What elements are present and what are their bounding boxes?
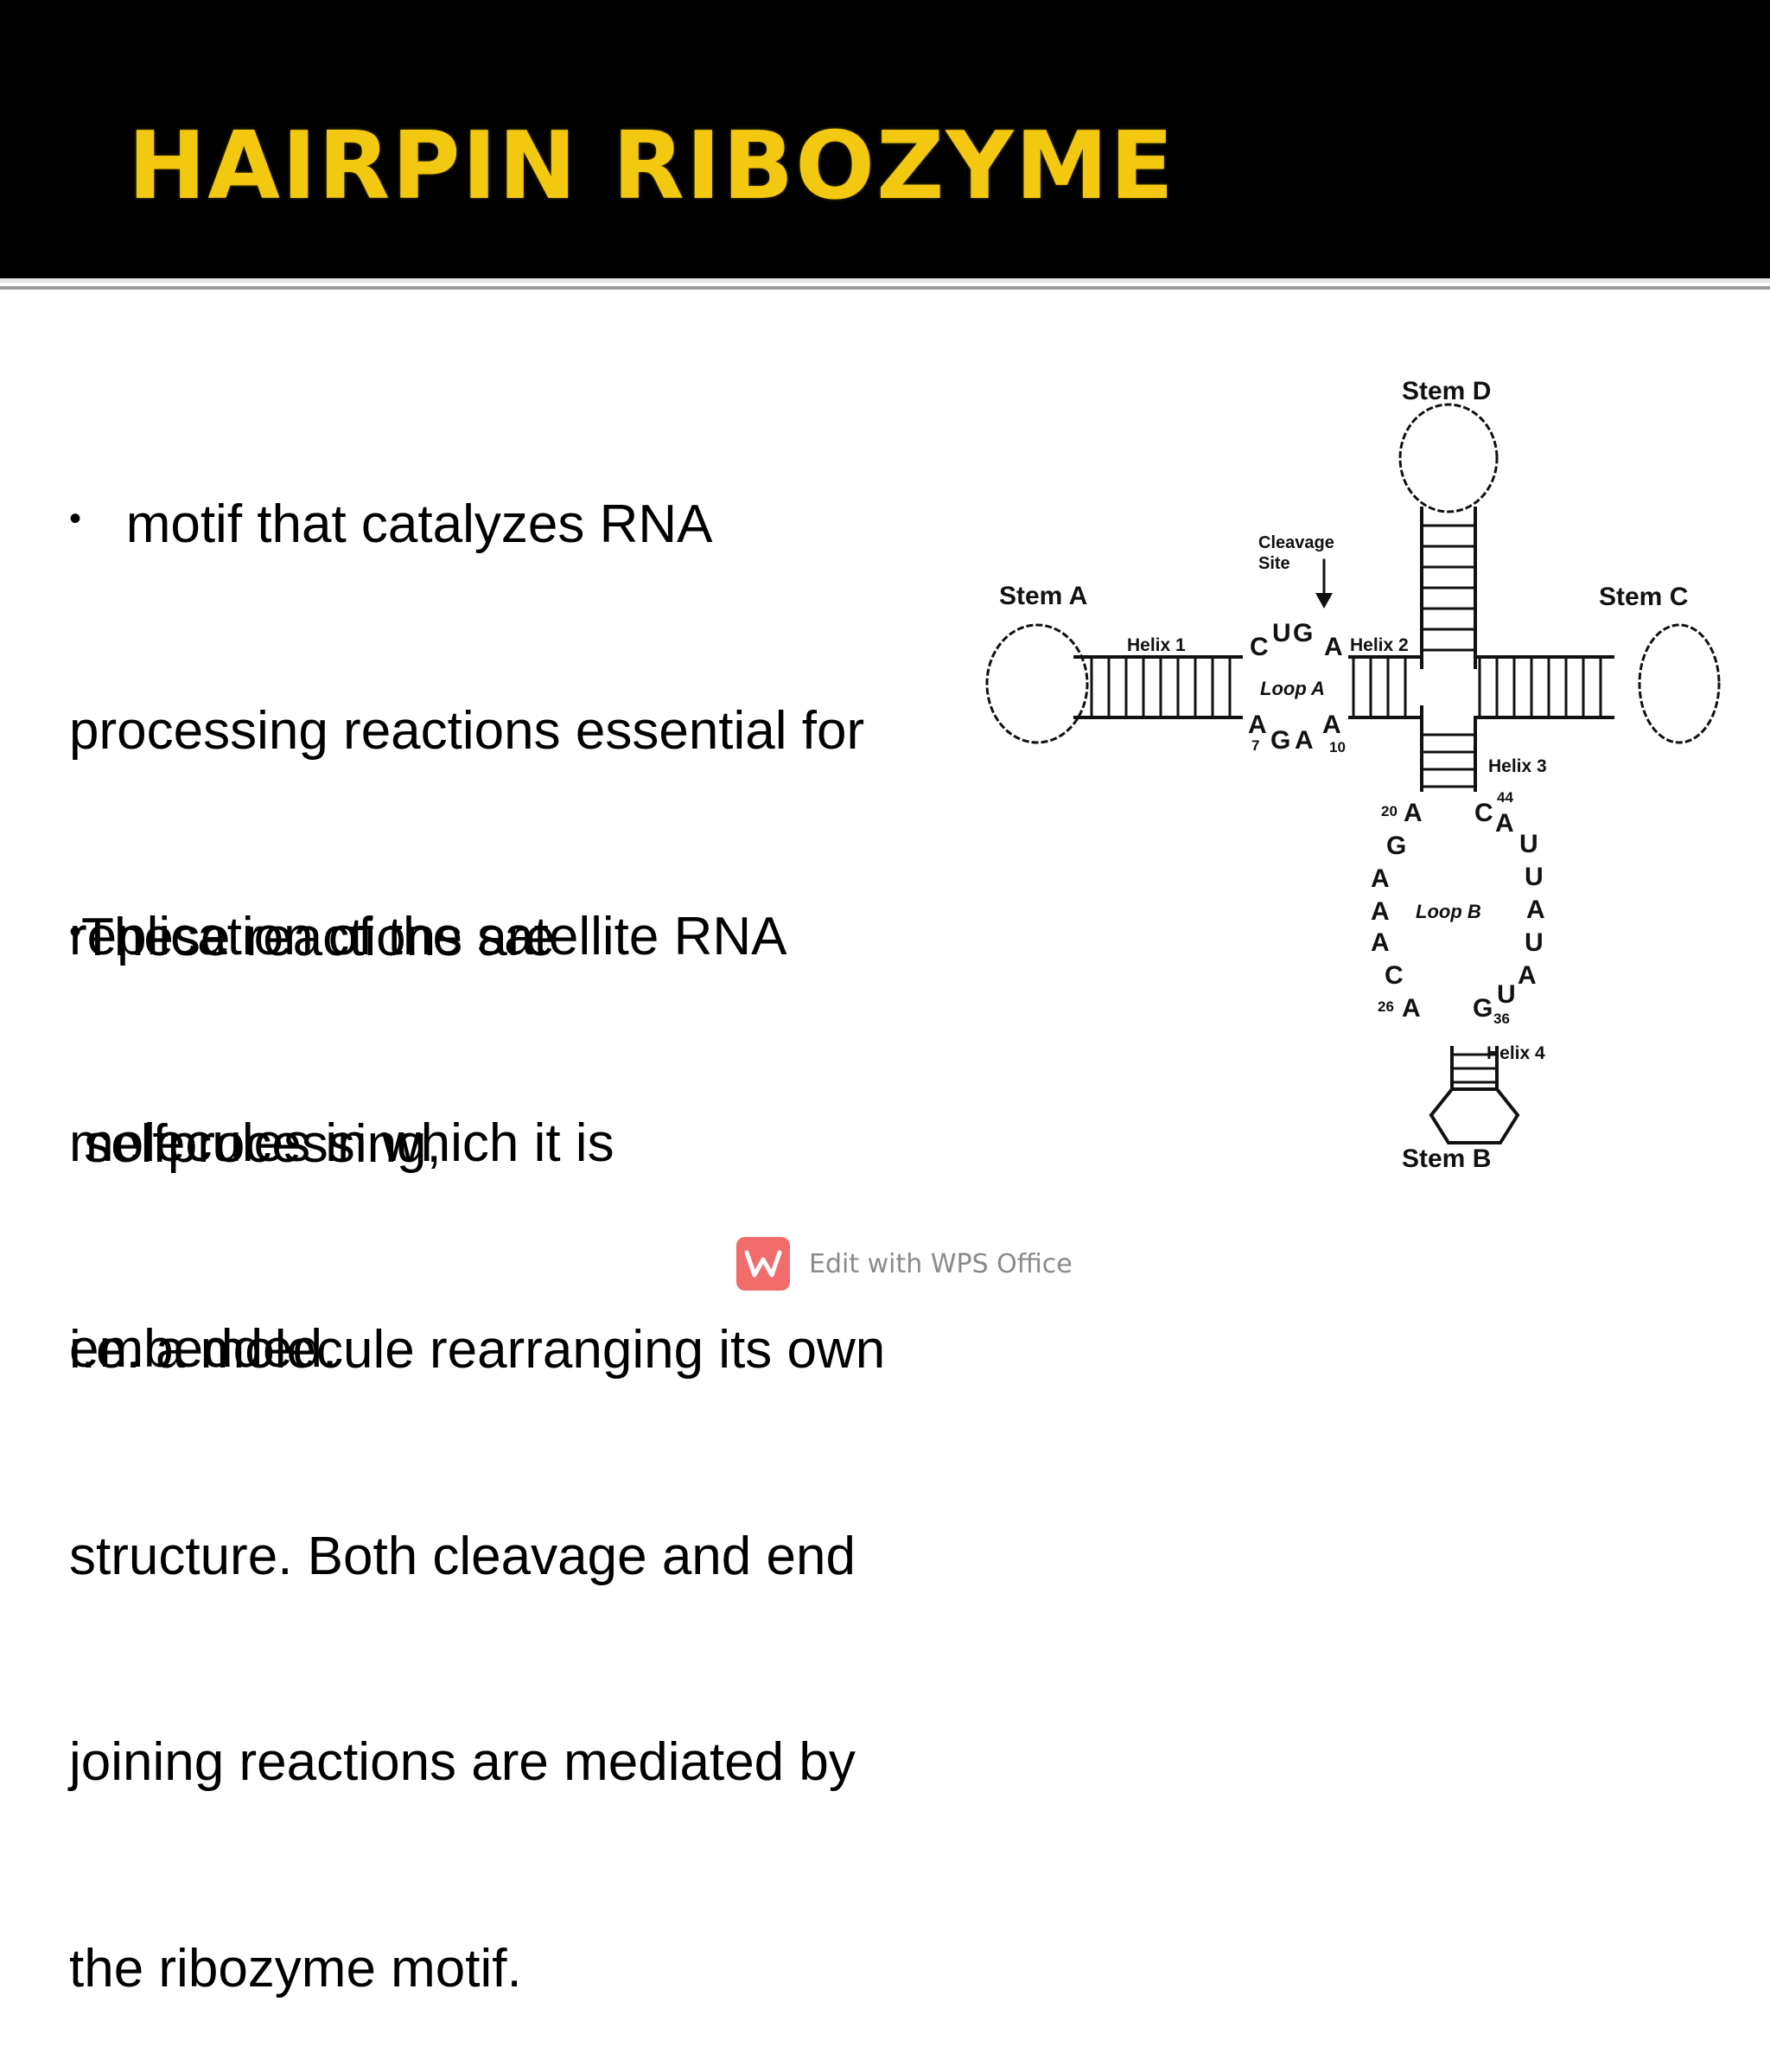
bullet-line: • motif that catalyzes RNA	[69, 490, 985, 559]
bullet-line: the ribozyme motif.	[69, 1938, 522, 1999]
nucleotide: A	[1518, 961, 1537, 990]
bullet-line: i.e. a molecule rearranging its own	[69, 1320, 886, 1380]
bullet-marker: •	[69, 912, 82, 951]
wps-office-watermark[interactable]: Edit with WPS Office	[736, 1236, 1073, 1291]
title-divider-dark	[0, 286, 1770, 290]
helix-4-rungs	[1450, 1053, 1499, 1084]
wps-logo-icon	[736, 1237, 790, 1291]
bullet-paragraph-1: • motif that catalyzes RNA processing re…	[69, 353, 985, 1452]
nucleotide: A	[1371, 897, 1390, 926]
nucleotide: G	[1293, 619, 1313, 647]
nucleotide: U	[1525, 928, 1544, 957]
bullet-marker: •	[69, 499, 82, 538]
position-number: 10	[1329, 739, 1346, 755]
slide-title: HAIRPIN RIBOZYME	[128, 112, 1175, 220]
bullet-line: molecules in which it is	[69, 1113, 614, 1173]
nucleotide: A	[1495, 809, 1514, 838]
wps-w-glyph	[744, 1250, 782, 1278]
nucleotide: C	[1250, 633, 1269, 661]
nucleotide: G	[1386, 832, 1406, 860]
nucleotide: U	[1497, 980, 1516, 1009]
bullet-line: processing reactions essential for	[69, 700, 865, 761]
helix-3-label: Helix 3	[1488, 756, 1547, 776]
helix-stem-d-rungs	[1420, 524, 1477, 652]
position-number: 44	[1497, 789, 1513, 806]
stem-a-label: Stem A	[999, 582, 1087, 610]
nucleotide: G	[1473, 994, 1493, 1023]
nucleotide: A	[1371, 928, 1390, 957]
position-number: 36	[1493, 1010, 1510, 1027]
nucleotide: U	[1272, 619, 1291, 647]
helix-2-rungs	[1352, 655, 1407, 719]
bullet-line: selfprocessing,	[69, 1113, 442, 1174]
nucleotide: A	[1324, 633, 1343, 661]
stem-b-loop	[1429, 1087, 1520, 1144]
helix-1-label: Helix 1	[1127, 635, 1186, 655]
bullet-text: motif that catalyzes RNA	[81, 494, 713, 554]
nucleotide: A	[1322, 711, 1341, 739]
nucleotide: G	[1270, 726, 1290, 755]
nucleotide: A	[1404, 799, 1423, 827]
position-number: 7	[1251, 737, 1259, 754]
helix-1-rungs	[1090, 655, 1232, 719]
stem-a-loop	[985, 623, 1089, 744]
stem-c-loop	[1638, 623, 1721, 744]
bullet-line: joining reactions are mediated by	[69, 1732, 856, 1792]
bullet-line: structure. Both cleavage and end	[69, 1526, 856, 1586]
stem-c-label: Stem C	[1599, 583, 1688, 611]
bullet-paragraph-2: •These reactions are selfprocessing, i.e…	[69, 766, 985, 2072]
nucleotide: C	[1474, 799, 1493, 827]
bullet-text: These reactions are	[81, 908, 555, 967]
title-divider-light	[0, 278, 1770, 283]
stem-d-loop	[1398, 403, 1499, 513]
cleavage-site-label: Cleavage	[1258, 533, 1334, 552]
cleavage-arrowhead	[1315, 593, 1333, 609]
nucleotide: U	[1519, 830, 1538, 858]
nucleotide: A	[1526, 896, 1545, 924]
nucleotide: A	[1248, 711, 1267, 739]
loop-b-label: Loop B	[1416, 901, 1481, 922]
position-number: 26	[1378, 998, 1394, 1015]
helix-3-rungs	[1420, 733, 1477, 788]
loop-a-label: Loop A	[1260, 678, 1325, 699]
helix-4-label: Helix 4	[1487, 1043, 1545, 1063]
helix-stem-c-rungs	[1478, 655, 1602, 719]
position-number: 20	[1381, 803, 1398, 819]
stem-b-label: Stem B	[1402, 1144, 1491, 1173]
helix-2-label: Helix 2	[1350, 635, 1409, 655]
nucleotide: U	[1525, 863, 1544, 891]
stem-d-label: Stem D	[1402, 377, 1491, 405]
nucleotide: C	[1385, 961, 1404, 990]
nucleotide: A	[1295, 726, 1314, 755]
cleavage-site-label: Site	[1258, 554, 1290, 573]
bullet-line: •These reactions are	[69, 903, 985, 972]
nucleotide: A	[1402, 994, 1421, 1023]
wps-label: Edit with WPS Office	[809, 1248, 1073, 1279]
title-bar: HAIRPIN RIBOZYME	[0, 0, 1770, 278]
nucleotide: A	[1371, 864, 1390, 893]
bullet-line: replication of the satellite RNA	[69, 907, 787, 966]
hairpin-ribozyme-diagram: Stem D Stem A Stem C Stem B Helix 1 Heli…	[985, 377, 1721, 1173]
